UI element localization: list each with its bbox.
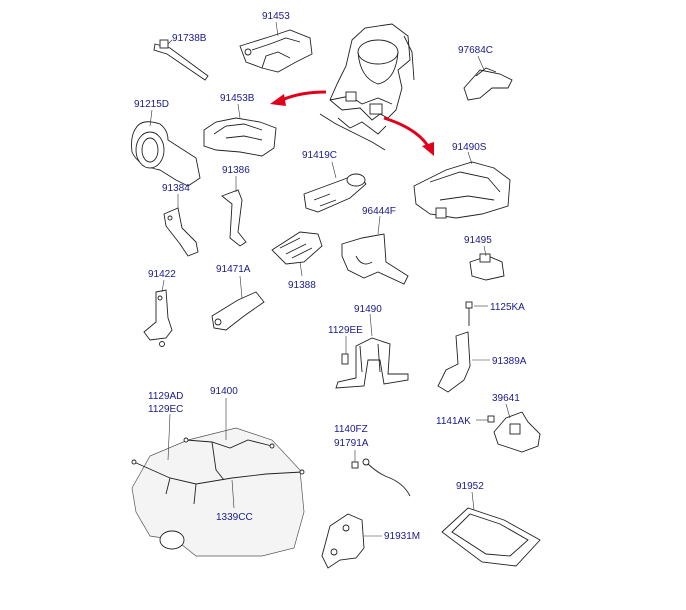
pad-91952 — [441, 491, 541, 567]
label-1339CC[interactable]: 1339CC — [216, 512, 253, 523]
engine-harness-drawing — [131, 398, 305, 557]
label-1129AD[interactable]: 1129AD — [148, 391, 183, 402]
bracket-96444F — [341, 215, 409, 285]
label-91400[interactable]: 91400 — [210, 386, 238, 397]
label-91952[interactable]: 91952 — [456, 481, 484, 492]
bracket-91453 — [239, 21, 313, 73]
label-91471A[interactable]: 91471A — [216, 264, 251, 275]
label-91389A[interactable]: 91389A — [492, 356, 527, 367]
label-91791A[interactable]: 91791A — [334, 438, 369, 449]
clip-91495 — [469, 245, 505, 281]
label-1141AK[interactable]: 1141AK — [436, 416, 471, 427]
label-1129EE[interactable]: 1129EE — [328, 325, 363, 336]
label-91931M[interactable]: 91931M — [384, 531, 420, 542]
label-39641[interactable]: 39641 — [492, 393, 520, 404]
clip-91388 — [271, 231, 323, 277]
label-91490S[interactable]: 91490S — [452, 142, 487, 153]
clamp-91453B — [203, 103, 277, 157]
label-1129EC[interactable]: 1129EC — [148, 404, 183, 415]
engine-housing-drawing — [319, 23, 415, 151]
label-1125KA[interactable]: 1125KA — [490, 302, 525, 313]
label-91388[interactable]: 91388 — [288, 280, 316, 291]
label-91215D[interactable]: 91215D — [134, 99, 169, 110]
bracket-91931M — [321, 513, 382, 569]
boot-91215D — [131, 109, 201, 187]
label-91453[interactable]: 91453 — [262, 11, 290, 22]
label-97684C[interactable]: 97684C — [458, 45, 493, 56]
label-96444F[interactable]: 96444F — [362, 206, 396, 217]
label-91386[interactable]: 91386 — [222, 165, 250, 176]
label-91738B[interactable]: 91738B — [172, 33, 207, 44]
bracket-91490S — [413, 151, 511, 219]
label-91422[interactable]: 91422 — [148, 269, 176, 280]
part-labels: 91738B 91453 97684C 91215D 91453B 91490S… — [134, 11, 527, 542]
bracket-91386 — [221, 176, 247, 247]
sensor-91791A — [351, 450, 411, 497]
bracket-91389A — [437, 331, 490, 393]
sensor-39641 — [476, 403, 541, 453]
label-91490[interactable]: 91490 — [354, 304, 382, 315]
clip-97684C — [463, 55, 513, 101]
bracket-91471A — [211, 275, 265, 331]
label-91419C[interactable]: 91419C — [302, 150, 337, 161]
bracket-91422 — [143, 279, 173, 347]
red-arrows — [270, 90, 434, 156]
bracket-91490 — [335, 313, 409, 389]
label-91384[interactable]: 91384 — [162, 183, 190, 194]
bolt-1125KA — [465, 301, 488, 326]
cable-tie-part — [153, 39, 209, 81]
label-91453B[interactable]: 91453B — [220, 93, 255, 104]
label-1140FZ[interactable]: 1140FZ — [334, 424, 368, 435]
label-91495[interactable]: 91495 — [464, 235, 492, 246]
bracket-91384 — [163, 194, 199, 257]
connector-91419C — [303, 161, 367, 213]
